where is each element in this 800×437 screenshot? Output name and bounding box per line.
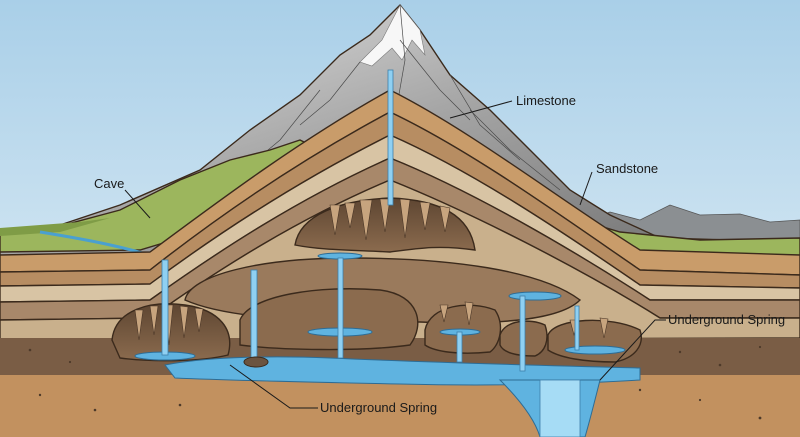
leader-sandstone: [579, 171, 593, 206]
bedrock: [0, 375, 800, 437]
grass-far-left: [0, 218, 110, 236]
label-sandstone: Sandstone: [596, 161, 658, 176]
central-cave-chamber: [239, 288, 419, 351]
snow-cap: [359, 4, 426, 67]
water-columns: [161, 69, 580, 372]
underground-river: [164, 356, 641, 386]
spring-waterfall: [539, 379, 581, 437]
pool-right-2: [508, 291, 562, 301]
leader-limestone: [449, 100, 513, 119]
boulder: [243, 356, 269, 368]
right-cave-chamber-3: [547, 319, 642, 363]
leader-cave: [124, 189, 151, 219]
label-underground-spring-bottom: Underground Spring: [320, 400, 437, 415]
stalactites: [134, 198, 609, 346]
pool-right-3: [564, 345, 626, 355]
leader-spring-right: [599, 319, 666, 381]
label-underground-spring-right: Underground Spring: [668, 312, 785, 327]
label-limestone: Limestone: [516, 93, 576, 108]
leader-spring-bottom: [229, 364, 318, 409]
label-cave: Cave: [94, 176, 124, 191]
